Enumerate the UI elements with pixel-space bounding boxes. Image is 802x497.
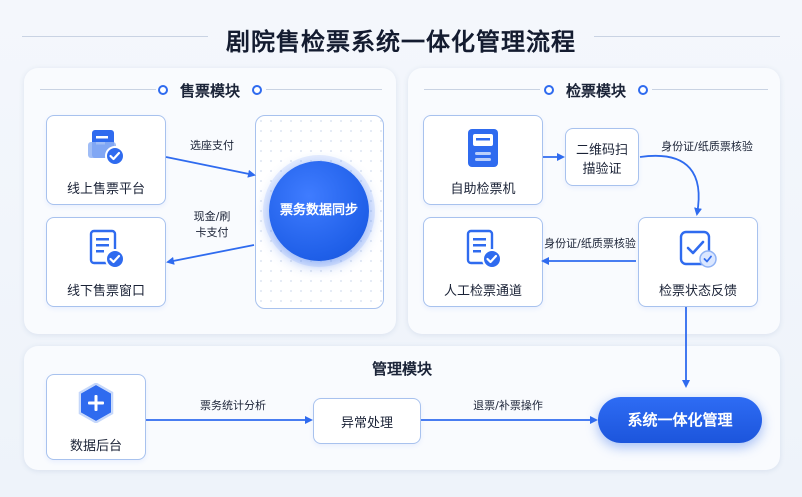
document-check-icon xyxy=(466,229,502,269)
online-ticket-icon xyxy=(88,130,125,166)
arrow-qr-to-status xyxy=(639,154,702,216)
data-sync-box: 票务数据同步 xyxy=(255,115,384,309)
title-line-left xyxy=(22,36,208,37)
edge-label-id-check-top: 身份证/纸质票核验 xyxy=(661,140,753,153)
panel-line-right xyxy=(652,89,768,90)
qr-scan-label-line2: 描验证 xyxy=(582,162,622,177)
offline-ticket-window-label: 线下售票窗口 xyxy=(66,284,145,299)
data-sync-node[interactable]: 票务数据同步 xyxy=(269,161,369,261)
self-check-machine-label: 自助检票机 xyxy=(450,182,516,197)
title-line-right xyxy=(594,36,780,37)
edge-label-seat-payment: 选座支付 xyxy=(190,139,234,152)
online-ticket-platform-card[interactable]: 线上售票平台 xyxy=(46,115,166,205)
title-row: 剧院售检票系统一体化管理流程 xyxy=(0,14,802,58)
panel-line-left xyxy=(424,89,540,90)
ticket-check-title: 检票模块 xyxy=(565,82,626,100)
qr-scan-label-line1: 二维码扫 xyxy=(575,143,628,158)
edge-label-id-check-bottom: 身份证/纸质票核验 xyxy=(544,237,636,250)
edge-label-cash-card-line2: 卡支付 xyxy=(195,226,229,239)
edge-label-refund: 退票/补票操作 xyxy=(473,399,543,412)
qr-scan-card[interactable]: 二维码扫 描验证 xyxy=(565,128,639,186)
online-ticket-platform-label: 线上售票平台 xyxy=(66,182,145,197)
panel-dot-left xyxy=(544,85,554,95)
manual-check-label: 人工检票通道 xyxy=(443,284,522,299)
arrow-sync-to-offline xyxy=(166,244,255,265)
offline-ticket-window-card[interactable]: 线下售票窗口 xyxy=(46,217,166,307)
data-backend-label: 数据后台 xyxy=(69,439,122,454)
status-check-icon xyxy=(679,230,717,268)
edge-label-cash-card-line1: 现金/刷 xyxy=(193,210,231,223)
self-check-machine-card[interactable]: 自助检票机 xyxy=(423,115,543,205)
check-status-card[interactable]: 检票状态反馈 xyxy=(638,217,758,307)
page-title: 剧院售检票系统一体化管理流程 xyxy=(226,28,576,56)
document-check-icon xyxy=(89,229,125,269)
panel-dot-right xyxy=(638,85,648,95)
integrated-management-pill[interactable]: 系统一体化管理 xyxy=(598,397,762,443)
panel-dot-left xyxy=(158,85,168,95)
kiosk-icon xyxy=(468,129,498,167)
ticket-sales-title: 售票模块 xyxy=(179,82,240,100)
management-title: 管理模块 xyxy=(371,360,432,378)
arrow-online-to-sync xyxy=(165,156,256,178)
data-backend-card[interactable]: 数据后台 xyxy=(46,374,146,460)
exception-handling-label: 异常处理 xyxy=(340,416,393,431)
plus-hexagon-icon xyxy=(78,383,114,423)
edge-label-statistics: 票务统计分析 xyxy=(200,399,266,412)
panel-line-left xyxy=(40,89,156,90)
panel-dot-right xyxy=(252,85,262,95)
manual-check-card[interactable]: 人工检票通道 xyxy=(423,217,543,307)
check-status-label: 检票状态反馈 xyxy=(658,284,737,299)
panel-line-right xyxy=(266,89,382,90)
exception-handling-card[interactable]: 异常处理 xyxy=(313,398,421,444)
